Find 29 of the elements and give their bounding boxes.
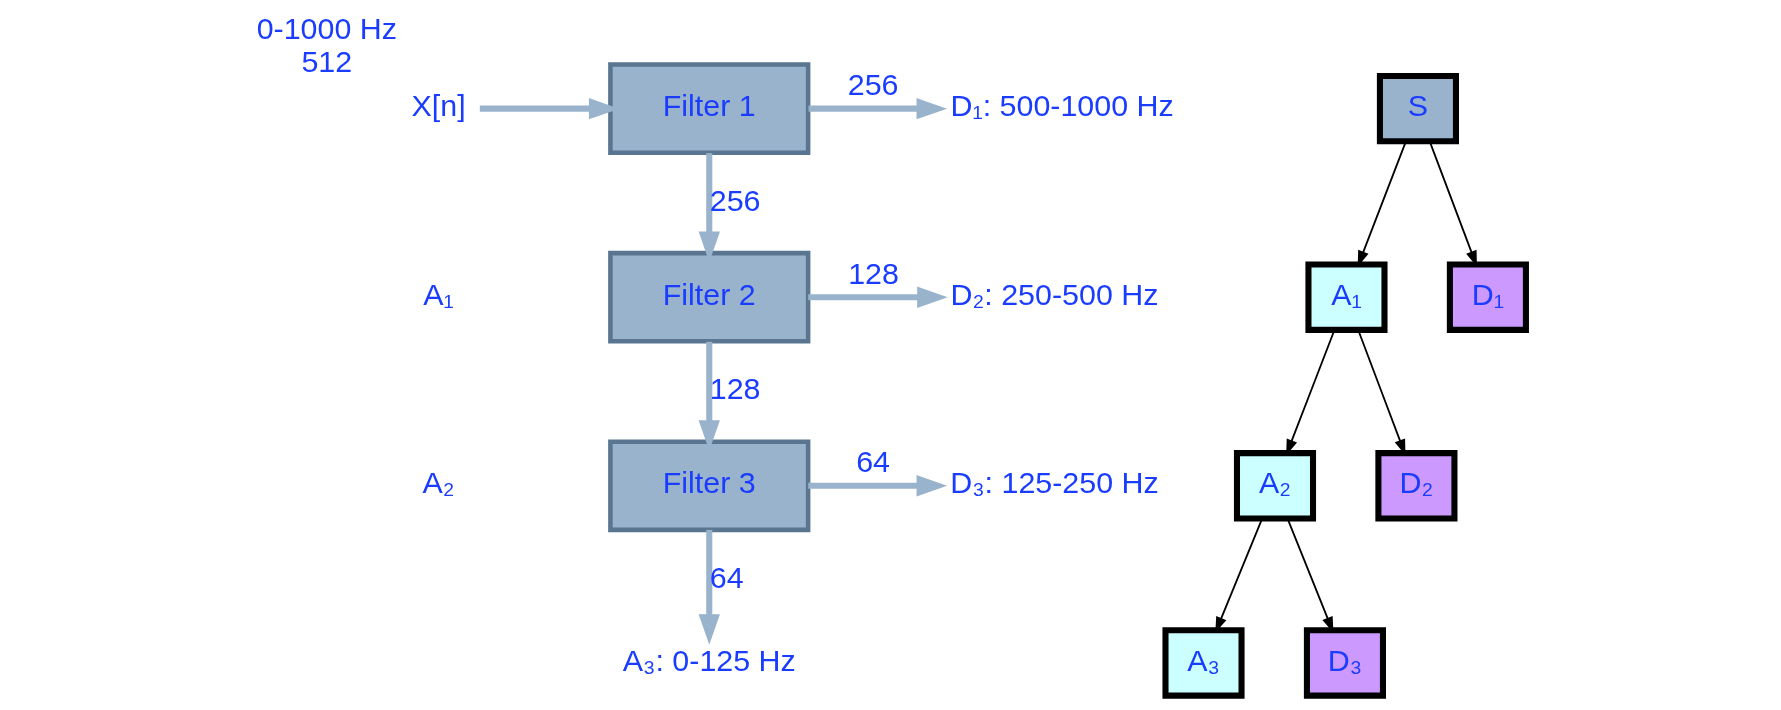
edge-label: 256 xyxy=(847,66,898,101)
edge-label: 64 xyxy=(855,444,890,479)
edge-label: 128 xyxy=(847,255,899,290)
node-text: A₃: 0-125 Hz xyxy=(622,642,796,677)
node-box: Filter 2 xyxy=(607,250,810,344)
node-text: D₂: 250-500 Hz xyxy=(950,276,1158,311)
label: A₁ xyxy=(422,276,454,311)
node-label: 0-1000 Hz xyxy=(256,10,397,45)
arrow xyxy=(807,475,947,497)
arrow xyxy=(698,529,720,645)
node-box: Filter 3 xyxy=(607,439,810,533)
node-box: D₃ xyxy=(1303,627,1386,699)
node-box: D₂ xyxy=(1374,450,1457,522)
node-box: S xyxy=(1376,72,1459,145)
arrow xyxy=(808,97,947,120)
node-text: D₁: 500-1000 Hz xyxy=(949,88,1174,123)
label: A₂ xyxy=(422,465,455,500)
node-box: A₁ xyxy=(1304,261,1388,333)
node-text: D₃: 125-250 Hz xyxy=(949,465,1159,500)
arrow xyxy=(807,286,948,308)
edge-label: 256 xyxy=(709,182,760,217)
edge-label: 128 xyxy=(709,371,760,406)
edge-label: 64 xyxy=(709,559,744,594)
node-label: 512 xyxy=(300,44,352,79)
node-text: X[n] xyxy=(411,88,466,123)
node-box: D₁ xyxy=(1446,261,1529,333)
node-box: A₃ xyxy=(1161,627,1245,699)
node-box: Filter 1 xyxy=(607,62,810,155)
node-box: A₂ xyxy=(1233,450,1316,522)
